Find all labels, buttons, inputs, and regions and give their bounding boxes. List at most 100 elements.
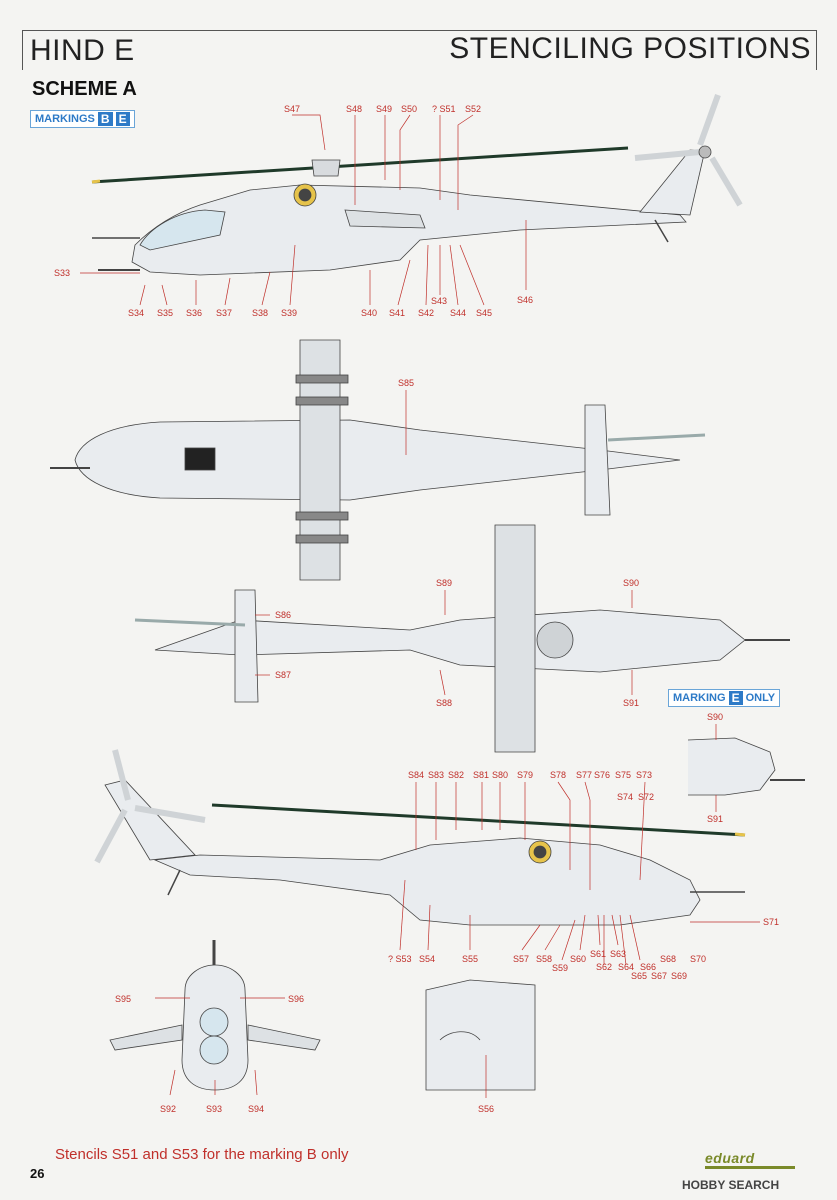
marking-e-square: E — [115, 112, 130, 126]
stencil-label: ? S53 — [388, 954, 412, 964]
stencil-label: S34 — [128, 308, 144, 318]
stencil-label: S43 — [431, 296, 447, 306]
header-frame-right — [816, 30, 817, 70]
s56-detail-view — [425, 979, 536, 1091]
helicopter-right-side-view — [94, 749, 746, 926]
main-rotor-hub — [311, 159, 341, 177]
markings-label: MARKINGS — [35, 113, 95, 125]
stencil-label: S72 — [638, 792, 654, 802]
stencil-label: S62 — [596, 962, 612, 972]
marking-label: MARKING — [673, 692, 726, 704]
horizontal-stabilizer — [584, 404, 611, 516]
tail-rotor-blade — [634, 149, 701, 161]
fuselage-top — [74, 419, 681, 501]
stencil-label: S44 — [450, 308, 466, 318]
leader-lines-view3 — [255, 590, 633, 696]
stencil-label: S71 — [763, 917, 779, 927]
helicopter-top-view — [50, 339, 706, 581]
stencil-label: S68 — [660, 954, 676, 964]
stencil-label: S74 — [617, 792, 633, 802]
front-canopy-upper — [199, 1007, 229, 1037]
stencil-label: S84 — [408, 770, 424, 780]
marking-only-label: ONLY — [745, 692, 776, 704]
stencil-label: S59 — [552, 963, 568, 973]
stencil-label: S81 — [473, 770, 489, 780]
marking-e-square: E — [728, 691, 743, 705]
s56-detail-intake — [439, 1031, 481, 1041]
stencil-label: S33 — [54, 268, 70, 278]
header-frame-left — [22, 30, 23, 70]
stencil-label: S83 — [428, 770, 444, 780]
front-canopy-lower — [199, 1035, 229, 1065]
watermark: HOBBY SEARCH — [682, 1178, 780, 1192]
tail-rotor-right — [112, 749, 131, 801]
brand-logo-bar — [705, 1166, 795, 1169]
nose-detail-view — [687, 737, 805, 796]
stencil-label: S52 — [465, 104, 481, 114]
scheme-heading: SCHEME A — [32, 78, 137, 100]
stencil-label: S58 — [536, 954, 552, 964]
stencil-label: S79 — [517, 770, 533, 780]
main-rotor-blade-tip-right — [734, 832, 746, 837]
helicopter-bottom-view — [134, 524, 790, 753]
stencil-label: S92 — [160, 1104, 176, 1114]
stencil-label: S75 — [615, 770, 631, 780]
stencil-label: S46 — [517, 295, 533, 305]
tail-boom-fin — [639, 149, 706, 216]
stencil-label: S50 — [401, 104, 417, 114]
tail-rotor-hub — [698, 145, 712, 159]
tail-skid — [654, 219, 669, 243]
roundel-center — [298, 188, 312, 202]
stencil-label: S45 — [476, 308, 492, 318]
stencil-label: ? S51 — [432, 104, 456, 114]
stencil-label: S80 — [492, 770, 508, 780]
stencil-label: S63 — [610, 949, 626, 959]
stencil-label: S73 — [636, 770, 652, 780]
helicopter-left-side-view — [91, 93, 743, 276]
stencil-label: S76 — [594, 770, 610, 780]
stencil-label: S67 — [651, 971, 667, 981]
stencil-label: S41 — [389, 308, 405, 318]
stencil-label: S90 — [623, 578, 639, 588]
stencil-label: S49 — [376, 104, 392, 114]
stencil-label: S40 — [361, 308, 377, 318]
nose-detail-outline — [687, 737, 776, 796]
stencil-label: S82 — [448, 770, 464, 780]
leader-lines-view1 — [80, 114, 527, 306]
marking-b-square: B — [97, 112, 113, 126]
stencil-label: S77 — [576, 770, 592, 780]
stencil-label: S48 — [346, 104, 362, 114]
brand-logo: eduard — [705, 1150, 755, 1166]
stencil-label: S86 — [275, 610, 291, 620]
stencil-label: S57 — [513, 954, 529, 964]
helicopter-front-view — [109, 940, 321, 1091]
tail-rotor-top — [607, 433, 706, 442]
stencil-label: S47 — [284, 104, 300, 114]
stencil-label: S65 — [631, 971, 647, 981]
main-rotor-blade-right — [211, 803, 746, 837]
main-rotor-blade — [91, 146, 629, 184]
header-frame-top — [22, 30, 817, 31]
weapon-pylon — [295, 396, 349, 406]
stencil-label: S95 — [115, 994, 131, 1004]
leader-lines-view5 — [155, 997, 285, 1096]
s56-detail-outline — [425, 979, 536, 1091]
wing-bottom — [494, 524, 536, 753]
stencil-label: S70 — [690, 954, 706, 964]
stencil-label: S66 — [640, 962, 656, 972]
tail-rotor-blade — [709, 156, 743, 207]
stencil-label: S69 — [671, 971, 687, 981]
stencil-label: S91 — [707, 814, 723, 824]
stencil-label: S94 — [248, 1104, 264, 1114]
footer-note: Stencils S51 and S53 for the marking B o… — [55, 1146, 349, 1163]
stencil-label: S39 — [281, 308, 297, 318]
stencil-label: S88 — [436, 698, 452, 708]
stencil-label: S56 — [478, 1104, 494, 1114]
marking-e-only-badge: MARKING E ONLY — [668, 689, 781, 707]
roundel-center-right — [533, 845, 547, 859]
stub-wing — [344, 209, 426, 229]
stencil-label: S91 — [623, 698, 639, 708]
markings-badge: MARKINGS B E — [30, 110, 135, 128]
rotor-hub-bottom — [536, 621, 574, 659]
